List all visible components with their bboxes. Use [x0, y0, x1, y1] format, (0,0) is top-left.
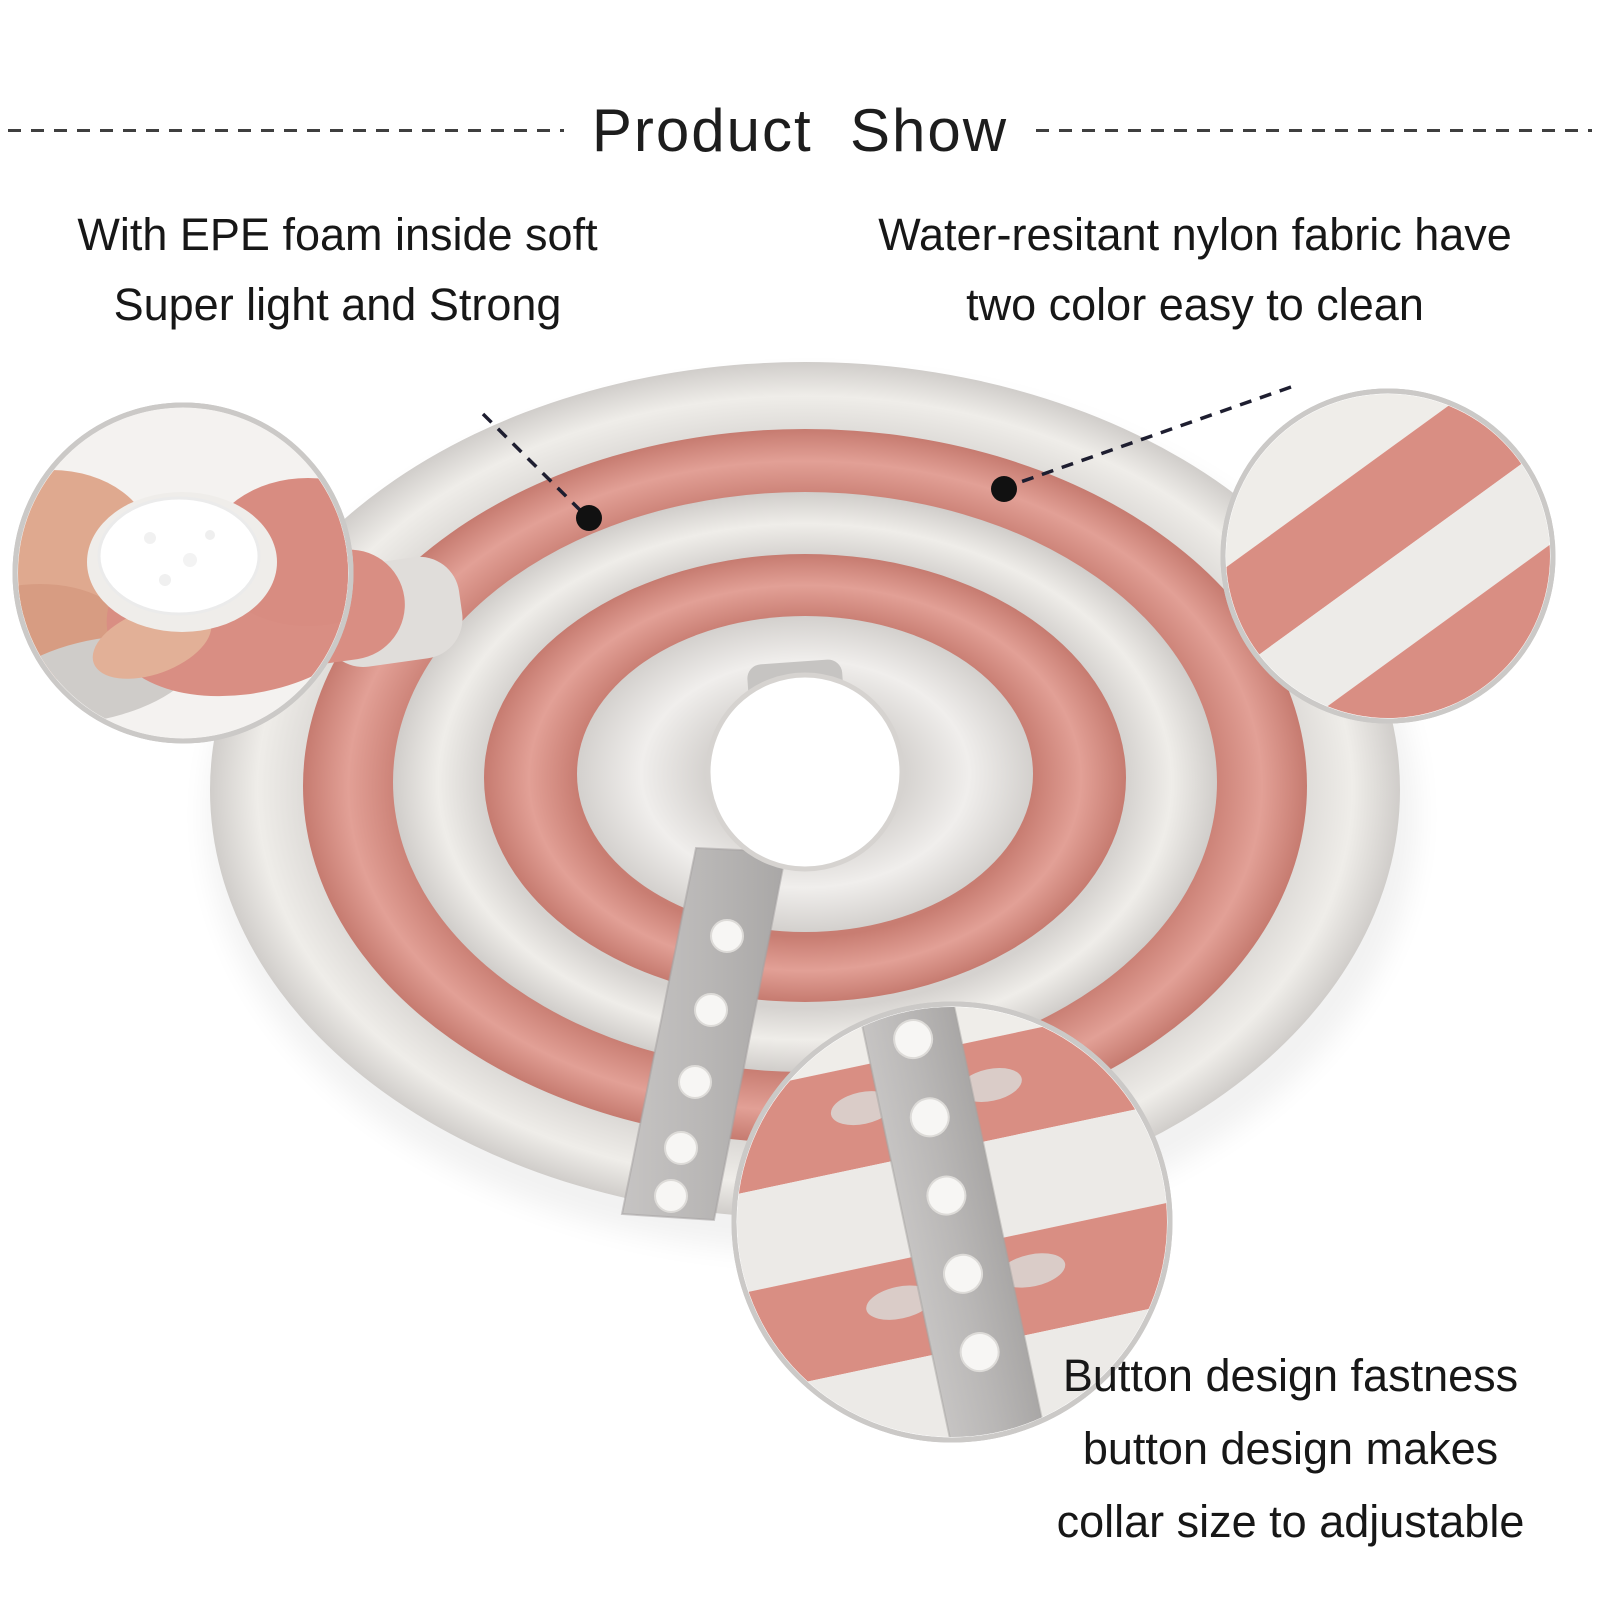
- annotation-buttons-line3: collar size to adjustable: [1056, 1495, 1525, 1547]
- leader-line-fabric: [1011, 385, 1292, 487]
- magnified-button-strap: [850, 1007, 1053, 1437]
- strap-button: [959, 1332, 1000, 1373]
- collar-center-hole: [705, 672, 905, 872]
- strap-button: [664, 1131, 698, 1165]
- strap-button: [943, 1253, 984, 1294]
- strap-button: [654, 1179, 688, 1213]
- annotation-foam-text: With EPE foam inside soft Super light an…: [25, 200, 650, 340]
- annotation-buttons-text: Button design fastness button design mak…: [1018, 1340, 1563, 1559]
- page-title: Product Show: [591, 97, 1009, 164]
- strap-buttons: [654, 919, 744, 1213]
- foam-detail-callout: [12, 402, 354, 744]
- strap-button: [678, 1065, 712, 1099]
- annotation-foam-line1: With EPE foam inside soft: [77, 209, 598, 260]
- leader-line-foam: [481, 412, 585, 515]
- fabric-detail-callout: [1220, 388, 1556, 724]
- annotation-foam-line2: Super light and Strong: [113, 278, 562, 330]
- strap-button: [926, 1175, 967, 1216]
- strap-button: [710, 919, 744, 953]
- epe-foam-core: [97, 496, 261, 616]
- annotation-fabric-text: Water-resitant nylon fabric have two col…: [840, 200, 1550, 340]
- annotation-dot-foam: [576, 505, 602, 531]
- annotation-fabric-line1: Water-resitant nylon fabric have: [878, 209, 1512, 260]
- annotation-buttons-line2: button design makes: [1082, 1422, 1499, 1474]
- annotation-fabric-line2: two color easy to clean: [966, 278, 1424, 330]
- title-dash-left: [8, 129, 564, 132]
- strap-button: [694, 993, 728, 1027]
- strap-button: [909, 1097, 950, 1138]
- annotation-buttons-line1: Button design fastness: [1062, 1350, 1519, 1401]
- title-dash-right: [1036, 129, 1592, 132]
- title-row: Product Show: [0, 96, 1600, 165]
- annotation-dot-fabric: [991, 476, 1017, 502]
- strap-button: [893, 1019, 934, 1060]
